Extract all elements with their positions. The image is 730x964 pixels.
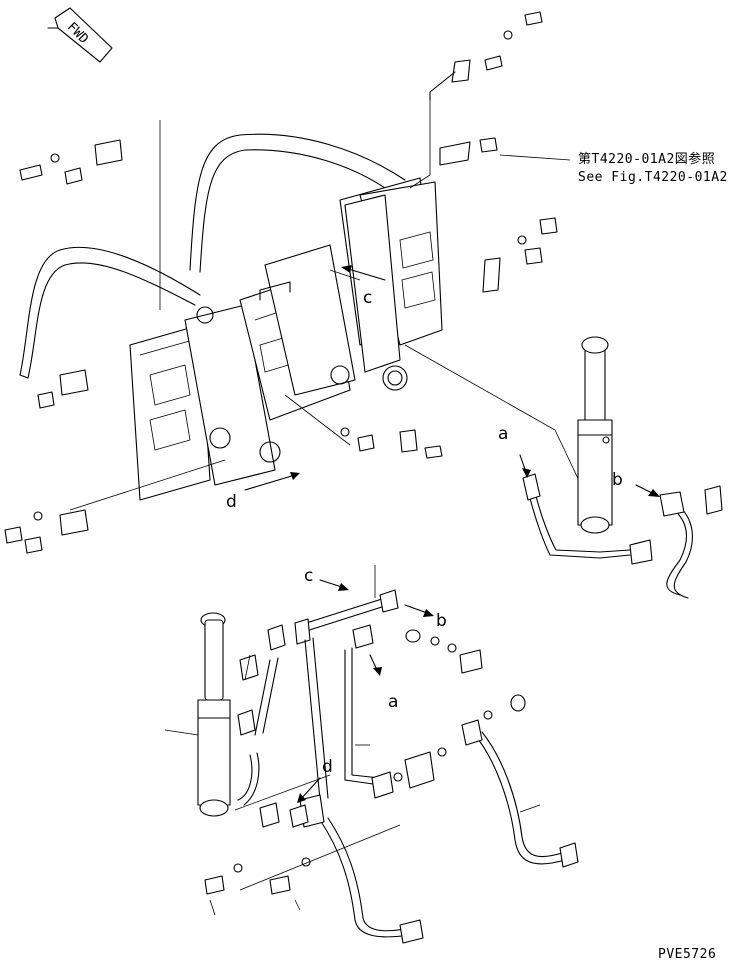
connection-label-c: c [363,288,372,308]
ripper-cylinder-lower [197,612,231,817]
connection-arrows [244,265,660,803]
hoses-upper [522,473,723,599]
fwd-arrow-marker: FWD [47,7,113,63]
connection-label-a: a [498,424,508,444]
connection-label-b: b [612,470,623,490]
fittings-lower [204,629,526,895]
connection-label-d: d [322,757,333,777]
reference-note: 第T4220-01A2図参照 See Fig.T4220-01A2 [578,151,728,185]
leader-lines-lower [164,565,541,916]
drawing-number: PVE5726 [658,947,716,962]
connection-label-b: b [436,611,447,631]
pin-bolts-upper [4,11,558,554]
reference-jp: 第T4220-01A2図参照 [578,151,715,167]
reference-en: See Fig.T4220-01A2 [578,170,728,185]
ripper-bracket-center [239,244,356,421]
connection-label-c: c [304,566,313,586]
ripper-cylinder-upper [577,336,613,534]
connection-label-a: a [388,692,398,712]
tube-assembly-lower [237,589,399,801]
rear-frame-arch [19,133,406,379]
ripper-bracket-right [339,177,443,391]
hoses-lower [237,719,579,944]
connection-label-d: d [226,492,237,512]
